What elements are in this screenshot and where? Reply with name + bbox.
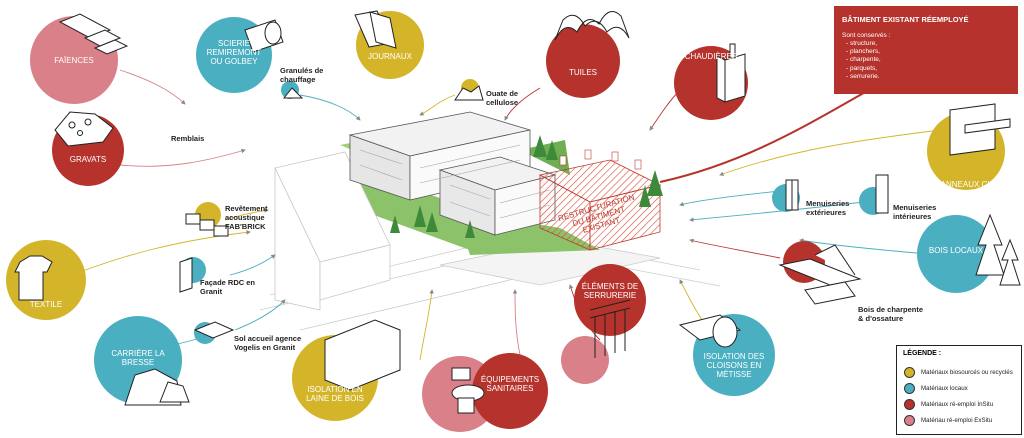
floor-slab-icon: [193, 321, 235, 339]
clt-panel-icon: [949, 103, 1011, 156]
legend-title: LÉGENDE :: [903, 350, 942, 357]
window-ext-icon: [785, 179, 799, 211]
node-gravats-label: GRAVATS: [69, 155, 107, 164]
node-journaux-label: JOURNAUX: [367, 52, 412, 61]
acoustic-blocks-icon: [185, 213, 229, 237]
note-revetement: Revêtement acoustique FAB'BRICK: [225, 204, 268, 231]
legend-item: Matériaux locaux: [904, 382, 968, 394]
node-isolation-laine-label: ISOLATION EN LAINE DE BOIS: [306, 385, 364, 404]
legend-swatch: [904, 398, 915, 410]
node-bois-label: BOIS LOCAUX: [928, 246, 984, 255]
note-granules: Granulés de chauffage: [280, 66, 324, 84]
existing-box-title: BÂTIMENT EXISTANT RÉEMPLOYÉ: [842, 15, 969, 24]
roof-tile-icon: [554, 11, 630, 41]
legend-item: Matériaux ré-emploi InSitu: [904, 398, 993, 410]
cellulose-icon: [454, 85, 484, 101]
new-building: [348, 111, 557, 236]
tshirt-icon: [14, 255, 53, 301]
serrurerie-pink-circle: [561, 336, 609, 384]
node-panneaux-label: PANNEAUX CLT: [935, 180, 997, 189]
railing-icon: [589, 299, 631, 358]
rocks-icon: [124, 368, 190, 406]
existing-box-item: - planchers,: [846, 48, 880, 56]
window-int-icon: [875, 174, 889, 214]
node-bois-circle: [917, 215, 995, 293]
tiles-stack-icon: [58, 13, 129, 55]
legend-label: Matériau ré-emploi ExSitu: [921, 416, 993, 424]
pellets-icon: [282, 87, 304, 99]
legend-swatch: [904, 414, 915, 426]
newspaper-icon: [354, 10, 397, 49]
node-tuiles-label: TUILES: [568, 68, 597, 77]
granite-slab-icon: [179, 257, 193, 293]
existing-box-item: - parquets,: [846, 64, 878, 72]
note-remblais: Remblais: [171, 134, 205, 143]
existing-box-item: - charpente,: [846, 56, 881, 64]
node-isolation-cloisons-label: ISOLATION DES CLOISONS EN MÉTISSE: [703, 352, 765, 380]
timber-frame-icon: [778, 244, 862, 305]
rubble-icon: [54, 111, 114, 147]
node-carriere-label: CARRIÈRE LA BRESSE: [111, 349, 165, 368]
pine-trees-icon: [975, 213, 1021, 286]
existing-box-intro: Sont conservés :: [842, 32, 891, 39]
existing-box-list: Sont conservés : - structure, - plancher…: [842, 32, 890, 81]
neighbour-buildings: [274, 151, 391, 311]
note-ouate: Ouate de cellulose: [486, 89, 519, 107]
legend: LÉGENDE : Matériaux biosourcés ou recycl…: [896, 345, 1022, 435]
legend-label: Matériaux biosourcés ou recyclés: [921, 368, 1013, 376]
node-equipements-label: ÉQUIPEMENTS SANITAIRES: [480, 375, 540, 394]
note-bois-charpente: Bois de charpente & d'ossature: [858, 305, 924, 323]
note-facade: Façade RDC en Granit: [200, 278, 256, 296]
legend-label: Matériaux locaux: [921, 384, 968, 392]
node-chaudieres-label: CHAUDIÈRES: [684, 52, 738, 61]
toilet-icon: [451, 367, 485, 414]
legend-item: Matériaux biosourcés ou recyclés: [904, 366, 1013, 378]
existing-box-item: - serrurerie.: [846, 72, 880, 80]
node-scierie-label: SCIERIE REMIREMONT ou GOLBEY: [206, 39, 262, 67]
site-trees: [390, 135, 663, 238]
existing-box-item: - structure,: [846, 40, 878, 48]
node-tuiles-circle: [546, 24, 620, 98]
legend-item: Matériau ré-emploi ExSitu: [904, 414, 992, 426]
existing-building-box: BÂTIMENT EXISTANT RÉEMPLOYÉ Sont conserv…: [834, 6, 1018, 94]
node-equipements-circle: [472, 353, 548, 429]
node-serrurerie-label: ÉLÉMENTS DE SERRURERIE: [581, 282, 639, 301]
node-faiences-label: FAÏENCES: [54, 56, 94, 65]
node-textile-label: TEXTILE: [29, 300, 63, 309]
insulation-roll-icon: [678, 314, 742, 348]
note-menuiseries-ext: Menuiseries extérieures: [806, 199, 850, 217]
boiler-icon: [716, 43, 746, 103]
legend-label: Matériaux ré-emploi InSitu: [921, 400, 994, 408]
legend-swatch: [904, 382, 915, 394]
wool-insulation-icon: [324, 319, 401, 391]
legend-swatch: [904, 366, 915, 378]
note-menuiseries-int: Menuiseries intérieures: [893, 203, 937, 221]
log-icon: [244, 19, 284, 53]
note-sol: Sol accueil agence Vogelis en Granit: [234, 334, 302, 352]
